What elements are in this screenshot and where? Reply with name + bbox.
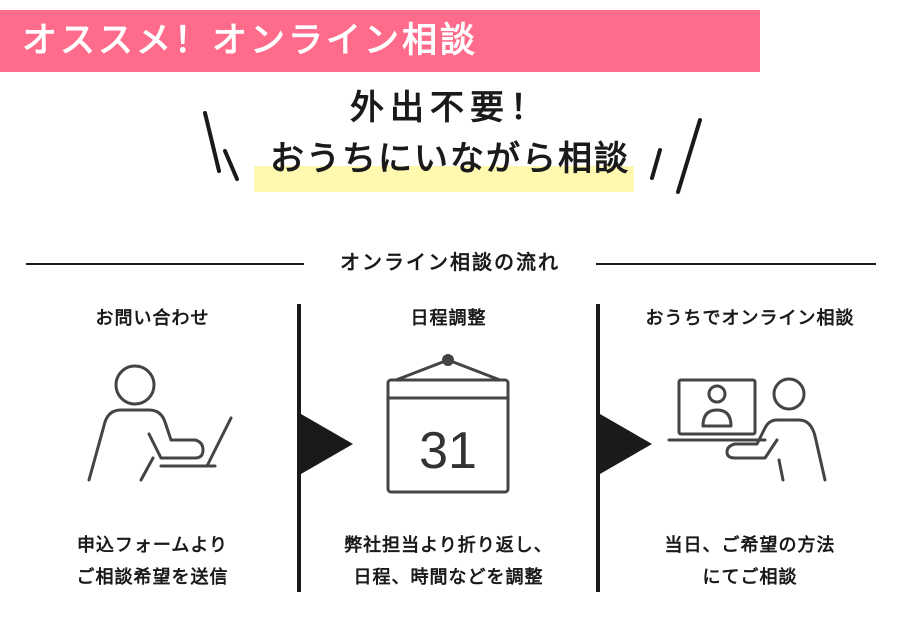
calendar-day-number: 31 xyxy=(419,422,477,480)
flow-title-line-right xyxy=(596,263,876,265)
headline-highlight xyxy=(254,166,634,192)
emphasis-lines-left-icon xyxy=(203,111,239,181)
banner-title: オススメ！オンライン相談 xyxy=(22,21,479,61)
step-divider-2 xyxy=(596,304,600,592)
step-1-desc-line-2: ご相談希望を送信 xyxy=(76,567,229,588)
headline-line-1: 外出不要！ xyxy=(350,88,550,128)
step-2-desc-line-1: 弊社担当より折り返し、 xyxy=(344,535,553,556)
step-divider-1 xyxy=(297,304,301,592)
step-2-description: 弊社担当より折り返し、 日程、時間などを調整 xyxy=(301,530,596,594)
person-laptop-icon xyxy=(87,364,233,482)
step-3-title: おうちでオンライン相談 xyxy=(645,308,855,329)
step-arrow-2-icon xyxy=(600,414,652,474)
step-3-desc-line-1: 当日、ご希望の方法 xyxy=(664,535,836,556)
step-3-desc-line-2: にてご相談 xyxy=(702,567,798,588)
video-call-icon xyxy=(667,377,827,482)
step-2-desc-line-2: 日程、時間などを調整 xyxy=(353,567,544,588)
flow-title-line-left xyxy=(26,263,304,265)
top-banner: オススメ！オンライン相談 xyxy=(0,10,760,72)
flow-title: オンライン相談の流れ xyxy=(340,250,560,274)
headline-line-2: おうちにいながら相談 xyxy=(270,139,630,179)
emphasis-lines-right-icon xyxy=(650,118,702,194)
step-1-desc-line-1: 申込フォームより xyxy=(76,535,229,556)
step-2-title: 日程調整 xyxy=(410,308,487,329)
step-3-description: 当日、ご希望の方法 にてご相談 xyxy=(600,530,900,594)
calendar-icon: 31 xyxy=(386,354,510,494)
step-1-title: お問い合わせ xyxy=(95,308,210,329)
step-arrow-1-icon xyxy=(301,414,353,474)
step-1-description: 申込フォームより ご相談希望を送信 xyxy=(10,530,295,594)
